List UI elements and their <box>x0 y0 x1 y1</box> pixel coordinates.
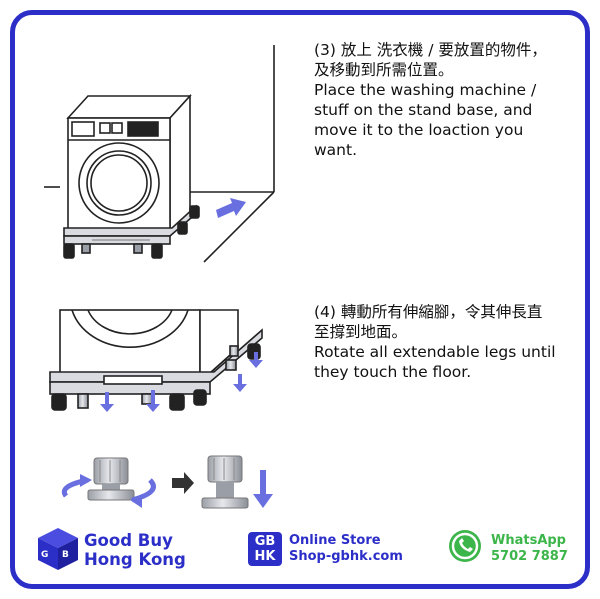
step-4-instructions: (4) 轉動所有伸縮腳，令其伸長直 至撐到地面。 Rotate all exte… <box>314 302 584 382</box>
whatsapp-label: WhatsApp <box>491 533 566 548</box>
box-logo-icon: G B <box>38 528 78 570</box>
brand-name-line: Hong Kong <box>84 550 186 569</box>
whatsapp-icon <box>449 530 481 564</box>
store-url: Shop-gbhk.com <box>289 549 403 564</box>
arrow-down-icon <box>100 352 263 412</box>
rotate-arrow-heads <box>80 474 142 508</box>
step-3-line: Place the washing machine / <box>314 81 537 99</box>
svg-text:G: G <box>41 550 48 560</box>
gbhk-badge: GB HK <box>248 532 282 566</box>
arrow-down-icon <box>253 470 273 508</box>
badge-line: GB <box>254 534 276 549</box>
brand-name: Good Buy Hong Kong <box>84 531 186 569</box>
step-4-line: Rotate all extendable legs until <box>314 343 556 361</box>
scene-legs-extend <box>49 309 263 411</box>
whatsapp-contact[interactable]: WhatsApp 5702 7887 <box>491 533 568 565</box>
scene-washer-on-stand <box>44 45 275 263</box>
step-3-line: 及移動到所需位置。 <box>314 61 454 79</box>
step-3-line: want. <box>314 141 358 159</box>
arrow-right-icon <box>216 198 246 218</box>
brand-name-line: Good Buy <box>84 531 173 550</box>
whatsapp-number: 5702 7887 <box>491 549 568 564</box>
store-label: Online Store <box>289 533 381 548</box>
step-4-line: they touch the floor. <box>314 363 472 381</box>
online-store-link[interactable]: Online Store Shop-gbhk.com <box>289 533 403 565</box>
svg-text:B: B <box>62 550 69 560</box>
step-3-instructions: (3) 放上 洗衣機 / 要放置的物件， 及移動到所需位置。 Place the… <box>314 40 584 160</box>
step-4-line: 至撐到地面。 <box>314 323 408 341</box>
arrow-right-icon <box>172 472 194 494</box>
scene-rotate-foot <box>87 455 249 509</box>
step-3-line: move it to the loaction you <box>314 121 524 139</box>
step-3-line: stuff on the stand base, and <box>314 101 533 119</box>
step-4-line: (4) 轉動所有伸縮腳，令其伸長直 <box>314 303 543 321</box>
badge-line: HK <box>254 549 276 564</box>
step-3-line: (3) 放上 洗衣機 / 要放置的物件， <box>314 41 547 59</box>
